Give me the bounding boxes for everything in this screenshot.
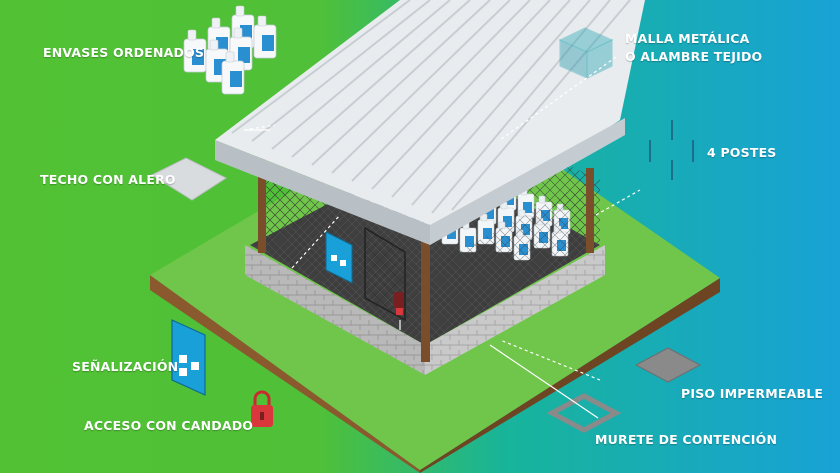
- label-envases: ENVASES ORDENADOS: [43, 45, 205, 60]
- label-acceso: ACCESO CON CANDADO: [84, 418, 254, 433]
- pointer-lines-solid: [244, 129, 599, 419]
- wall-sign: [325, 231, 353, 284]
- roof-sheet-icon: [150, 157, 228, 201]
- label-postes: 4 POSTES: [707, 145, 777, 160]
- front-right-mesh: [425, 180, 590, 345]
- label-senalizacion: SEÑALIZACIÓN: [72, 359, 179, 374]
- label-murete: MURETE DE CONTENCIÓN: [595, 432, 778, 447]
- floor-tile-icon: [634, 347, 702, 383]
- label-malla-line1: MALLA METÁLICA: [625, 31, 750, 46]
- mesh-cube-icon: [558, 27, 614, 79]
- label-piso: PISO IMPERMEABLE: [681, 386, 824, 401]
- pointer-lines: [243, 56, 641, 381]
- retaining-wall: [245, 245, 605, 375]
- padlock-icon: [251, 390, 273, 427]
- label-malla: MALLA METÁLICA O ALAMBRE TEJIDO: [625, 30, 762, 66]
- posts-icon: [649, 120, 694, 180]
- locked-door: [364, 226, 406, 322]
- signage-icon: [171, 319, 206, 396]
- label-malla-line2: O ALAMBRE TEJIDO: [625, 49, 763, 64]
- corrugated-roof: [215, 0, 645, 245]
- label-techo: TECHO CON ALERO: [40, 172, 176, 187]
